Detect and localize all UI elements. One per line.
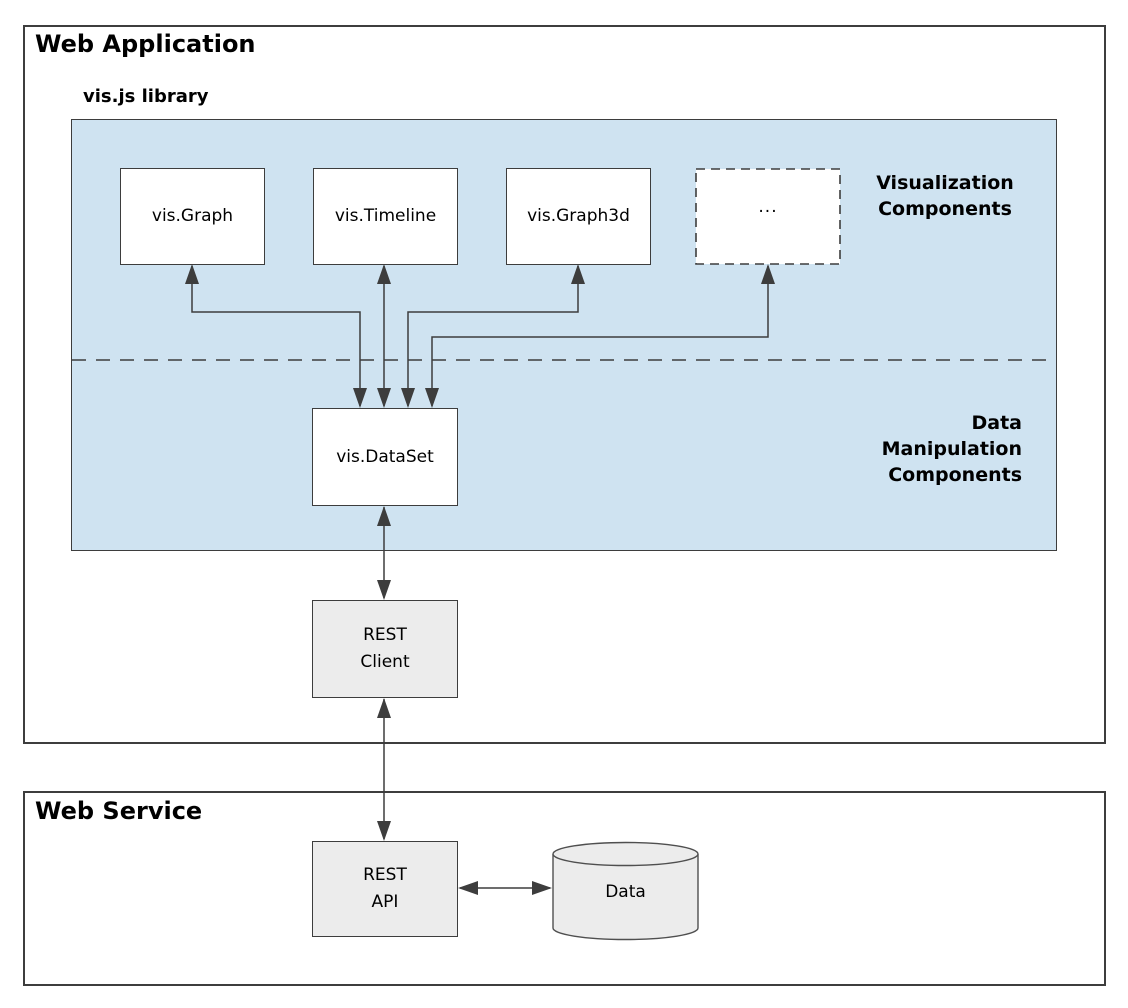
database-cylinder <box>552 841 699 941</box>
visjs-library-title: vis.js library <box>83 86 209 107</box>
connector-ellipsis-dataset <box>431 266 769 406</box>
connector-graph-dataset <box>191 266 361 406</box>
connector-graph3d-dataset <box>407 266 579 406</box>
web-service-title: Web Service <box>35 797 203 825</box>
web-application-title: Web Application <box>35 30 256 58</box>
arrowheads <box>185 264 775 895</box>
ellipsis-node-outline <box>695 168 841 265</box>
